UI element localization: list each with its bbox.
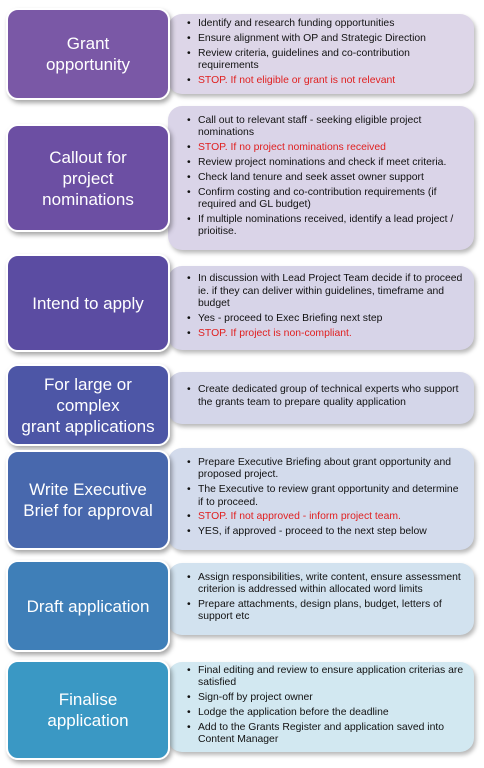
step-detail-list: Call out to relevant staff - seeking eli… [186,115,464,242]
stop-condition: STOP. If not approved - inform project t… [187,511,464,524]
step-detail-item: Review project nominations and check if … [187,157,464,170]
step-title-box: Draft application [6,560,170,652]
step-detail-panel: Identify and research funding opportunit… [168,14,474,94]
step-title-box: Grant opportunity [6,8,170,100]
step-detail-item: Review criteria, guidelines and co-contr… [187,48,464,73]
step-title: Grant opportunity [45,34,131,74]
step-detail-item: YES, if approved - proceed to the next s… [187,526,464,539]
step-detail-panel: Assign responsibilities, write content, … [168,563,474,635]
step-detail-panel: In discussion with Lead Project Team dec… [168,266,474,350]
step-title: Callout for project nominations [42,147,134,209]
step-detail-item: Sign-off by project owner [187,692,464,705]
step-title: For large or complex grant applications [21,374,155,436]
step-detail-list: Assign responsibilities, write content, … [186,572,464,627]
step-detail-item: Final editing and review to ensure appli… [187,665,464,690]
step-title-box: Write Executive Brief for approval [6,450,170,550]
step-detail-item: If multiple nominations received, identi… [187,214,464,239]
step-detail-item: Yes - proceed to Exec Briefing next step [187,313,464,326]
step-title-box: For large or complex grant applications [6,364,170,446]
step-detail-list: In discussion with Lead Project Team dec… [186,273,464,343]
step-title: Intend to apply [32,293,144,313]
step-detail-list: Identify and research funding opportunit… [186,18,464,90]
step-detail-item: Ensure alignment with OP and Strategic D… [187,33,464,46]
step-detail-item: Add to the Grants Register and applicati… [187,722,464,747]
step-detail-item: Assign responsibilities, write content, … [187,572,464,597]
step-title-box: Finalise application [6,660,170,760]
step-detail-item: Confirm costing and co-contribution requ… [187,187,464,212]
step-detail-list: Create dedicated group of technical expe… [186,384,464,411]
step-detail-panel: Call out to relevant staff - seeking eli… [168,106,474,250]
step-detail-panel: Prepare Executive Briefing about grant o… [168,448,474,550]
step-title: Write Executive Brief for approval [23,480,153,520]
step-detail-panel: Create dedicated group of technical expe… [168,372,474,424]
step-detail-list: Final editing and review to ensure appli… [186,665,464,749]
step-detail-item: Create dedicated group of technical expe… [187,384,464,409]
step-detail-item: The Executive to review grant opportunit… [187,484,464,509]
step-detail-item: Prepare Executive Briefing about grant o… [187,457,464,482]
stop-condition: STOP. If not eligible or grant is not re… [187,75,464,88]
step-detail-item: Lodge the application before the deadlin… [187,707,464,720]
step-detail-item: Check land tenure and seek asset owner s… [187,172,464,185]
stop-condition: STOP. If no project nominations received [187,142,464,155]
step-detail-panel: Final editing and review to ensure appli… [168,662,474,752]
step-detail-item: Call out to relevant staff - seeking eli… [187,115,464,140]
step-title: Draft application [26,596,150,616]
step-detail-list: Prepare Executive Briefing about grant o… [186,457,464,541]
step-title: Finalise application [47,690,129,730]
step-detail-item: Identify and research funding opportunit… [187,18,464,31]
step-title-box: Callout for project nominations [6,124,170,232]
step-title-box: Intend to apply [6,254,170,352]
stop-condition: STOP. If project is non-compliant. [187,328,464,341]
step-detail-item: In discussion with Lead Project Team dec… [187,273,464,310]
step-detail-item: Prepare attachments, design plans, budge… [187,599,464,624]
